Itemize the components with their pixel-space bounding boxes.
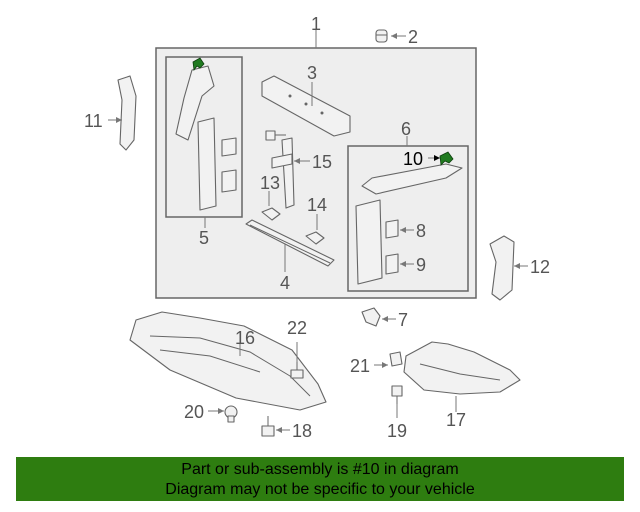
- banner-line-2: Diagram may not be specific to your vehi…: [165, 481, 475, 498]
- callout-12[interactable]: 12: [530, 257, 550, 277]
- callout-5[interactable]: 5: [199, 228, 209, 248]
- callout-11[interactable]: 11: [84, 111, 103, 131]
- callout-19[interactable]: 19: [387, 421, 407, 441]
- callout-3[interactable]: 3: [307, 63, 317, 83]
- callout-9[interactable]: 9: [416, 255, 426, 275]
- part-10-clip-left: [192, 57, 205, 72]
- part-14-nut[interactable]: [305, 231, 325, 245]
- callout-14[interactable]: 14: [307, 195, 327, 215]
- part-12-side-bracket[interactable]: [489, 235, 515, 301]
- callout-18[interactable]: 18: [292, 421, 312, 441]
- part-19-bolt[interactable]: [391, 385, 403, 404]
- part-20-clip[interactable]: [224, 405, 238, 423]
- callout-8[interactable]: 8: [416, 221, 426, 241]
- part-6-headlamp-support[interactable]: [355, 163, 463, 285]
- part-18-bolt[interactable]: [261, 416, 275, 437]
- callout-1[interactable]: 1: [311, 14, 321, 34]
- info-banner: Part or sub-assembly is #10 in diagram D…: [16, 457, 624, 501]
- part-16-engine-undercover[interactable]: [129, 311, 327, 411]
- bolt-icon: [265, 130, 286, 141]
- part-11-side-bracket[interactable]: [117, 75, 137, 151]
- part-3-upper-support[interactable]: [261, 75, 351, 137]
- callout-4[interactable]: 4: [280, 273, 290, 293]
- part-13-nut[interactable]: [261, 207, 281, 221]
- callout-17[interactable]: 17: [446, 410, 466, 430]
- banner-line-1: Part or sub-assembly is #10 in diagram: [181, 461, 459, 478]
- part-5-side-support[interactable]: [175, 65, 237, 211]
- callout-20[interactable]: 20: [184, 402, 204, 422]
- part-17-undercover[interactable]: [403, 341, 521, 395]
- callout-21[interactable]: 21: [350, 356, 370, 376]
- part-7-bracket[interactable]: [361, 307, 381, 327]
- callout-7[interactable]: 7: [398, 310, 408, 330]
- part-10-clip-highlighted[interactable]: [439, 151, 454, 166]
- part-4-lower-support[interactable]: [245, 219, 335, 267]
- callout-10[interactable]: 10: [403, 149, 423, 169]
- part-21-clip[interactable]: [389, 351, 403, 367]
- callout-15[interactable]: 15: [312, 152, 332, 172]
- part-2-clip[interactable]: [375, 29, 388, 43]
- callout-13[interactable]: 13: [260, 173, 280, 193]
- callout-22[interactable]: 22: [287, 318, 307, 338]
- part-15-bracket[interactable]: [271, 137, 295, 209]
- parts-diagram: 1 2 3 15 13 14 4: [84, 14, 550, 441]
- callout-6[interactable]: 6: [401, 119, 411, 139]
- part-22-clip[interactable]: [290, 362, 304, 379]
- callout-16[interactable]: 16: [235, 328, 255, 348]
- callout-2[interactable]: 2: [408, 27, 418, 47]
